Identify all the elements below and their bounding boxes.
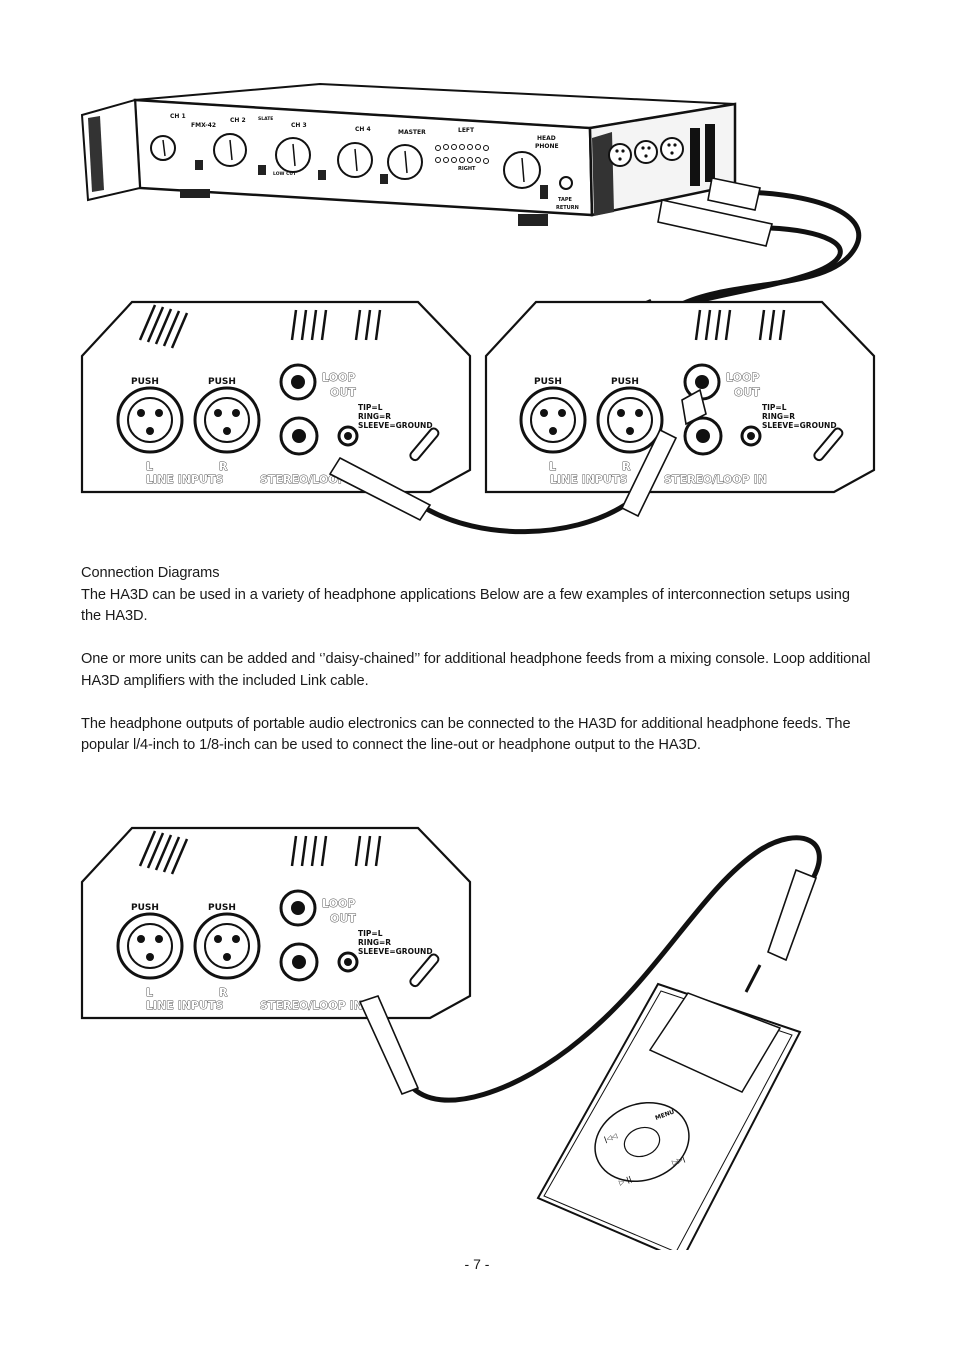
section-heading: Connection Diagrams (81, 563, 871, 585)
amp-bottom-illustration: PUSH PUSH LOOP OUT TIP=L RING=R SLEEVE=G… (82, 828, 470, 1018)
head-label: HEAD (537, 135, 556, 142)
ch3-label: CH 3 (291, 122, 307, 129)
amp-left-line-inputs: LINE INPUTS (146, 473, 223, 486)
paragraph-daisy-chain: One or more units can be added and ‘’dai… (81, 649, 871, 692)
slate-label: SLATE (258, 116, 273, 122)
figure-portable-player: PUSH PUSH LOOP OUT TIP=L RING=R SLEEVE=G… (0, 810, 954, 1250)
right-meter-label: RIGHT (458, 166, 476, 172)
amp-bottom-out-label: OUT (330, 912, 356, 925)
amp-left-r-label: R (219, 460, 228, 473)
amp-left-sleeve: SLEEVE=GROUND (358, 421, 433, 430)
amp-left-illustration: PUSH PUSH LOOP OUT TIP=L RING=R SLEEVE=G… (82, 302, 470, 492)
ch1-label: CH 1 (170, 113, 186, 120)
mixer-illustration: CH 1 CH 2 CH 3 CH 4 MASTER LEFT RIGHT HE… (82, 84, 735, 226)
amp-right-stereo-loop-in: STEREO/LOOP IN (664, 473, 767, 486)
amp-right-loop-label: LOOP (726, 371, 759, 384)
amp-left-push-l: PUSH (131, 377, 159, 387)
amp-right-out-label: OUT (734, 386, 760, 399)
amp-right-illustration: PUSH PUSH LOOP OUT TIP=L RING=R SLEEVE=G… (486, 302, 874, 492)
paragraph-portable-audio: The headphone outputs of portable audio … (81, 714, 871, 757)
amp-left-tip: TIP=L (358, 403, 383, 412)
phone-label: PHONE (535, 143, 559, 150)
amp-right-l-label: L (549, 460, 556, 473)
amp-left-push-r: PUSH (208, 377, 236, 387)
amp-left-out-label: OUT (330, 386, 356, 399)
amp-bottom-line-inputs: LINE INPUTS (146, 999, 223, 1012)
body-text: Connection Diagrams The HA3D can be used… (81, 563, 871, 778)
amp-right-push-r: PUSH (611, 377, 639, 387)
amp-right-sleeve: SLEEVE=GROUND (762, 421, 837, 430)
return-label: RETURN (556, 205, 579, 211)
amp-bottom-push-l: PUSH (131, 903, 159, 913)
amp-bottom-stereo-loop-in: STEREO/LOOP IN (260, 999, 363, 1012)
ch2-label: CH 2 (230, 117, 246, 124)
amp-left-l-label: L (146, 460, 153, 473)
amp-left-loop-label: LOOP (322, 371, 355, 384)
page-number: - 7 - (0, 1256, 954, 1272)
master-label: MASTER (398, 129, 426, 136)
portable-player-illustration: MENU |◁◁ ▷▷| ▷ || (538, 984, 800, 1250)
left-meter-label: LEFT (458, 127, 475, 134)
model-label: FMX-42 (191, 122, 216, 129)
amp-right-r-label: R (622, 460, 631, 473)
figure-daisy-chain: CH 1 CH 2 CH 3 CH 4 MASTER LEFT RIGHT HE… (0, 0, 954, 560)
amp-right-line-inputs: LINE INPUTS (550, 473, 627, 486)
amp-left-ring: RING=R (358, 412, 391, 421)
tape-label: TAPE (558, 197, 573, 203)
amp-bottom-l-label: L (146, 986, 153, 999)
amp-bottom-r-label: R (219, 986, 228, 999)
amp-bottom-sleeve: SLEEVE=GROUND (358, 947, 433, 956)
amp-bottom-ring: RING=R (358, 938, 391, 947)
low-cut-label: LOW CUT (273, 171, 297, 177)
amp-right-tip: TIP=L (762, 403, 787, 412)
amp-bottom-tip: TIP=L (358, 929, 383, 938)
amp-right-ring: RING=R (762, 412, 795, 421)
amp-bottom-push-r: PUSH (208, 903, 236, 913)
amp-bottom-loop-label: LOOP (322, 897, 355, 910)
paragraph-intro: The HA3D can be used in a variety of hea… (81, 585, 871, 628)
ch4-label: CH 4 (355, 126, 371, 133)
amp-right-push-l: PUSH (534, 377, 562, 387)
